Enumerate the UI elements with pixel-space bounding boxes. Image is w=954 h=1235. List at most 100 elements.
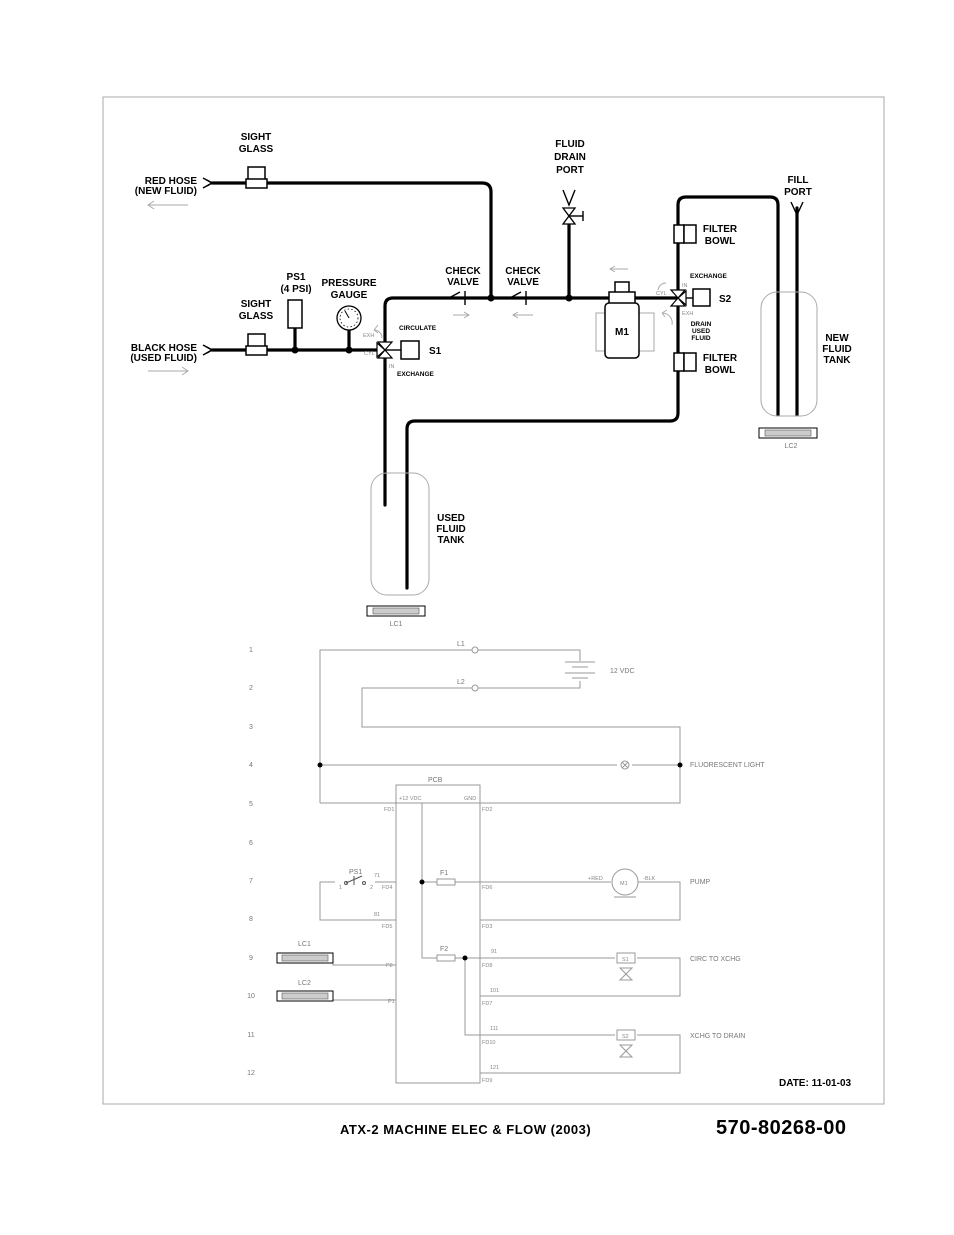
wire-ps1 — [319, 881, 396, 921]
l2-terminal-icon — [471, 684, 479, 692]
row-number: 7 — [249, 878, 253, 885]
pin-fd2-label: FD2 — [482, 807, 492, 813]
pcb-block — [395, 784, 481, 1084]
pin-fd7-label: FD7 — [482, 1001, 492, 1007]
date-label: DATE: 11-01-03 — [779, 1078, 852, 1089]
lc2-symbol-icon — [276, 990, 334, 1002]
l1-label: L1 — [457, 641, 465, 648]
row-number: 4 — [249, 762, 253, 769]
pin-fd5-label: FD5 — [382, 924, 392, 930]
battery-icon — [565, 661, 595, 679]
ps1-sw-2-label: 2 — [370, 885, 373, 891]
junction-dot — [487, 294, 495, 302]
row-number: 8 — [249, 916, 253, 923]
ps1-switch-icon — [287, 299, 303, 329]
s1-port-exh: EXH — [363, 333, 374, 339]
s2-port-exh: EXH — [682, 311, 693, 317]
wire-s2 — [480, 1034, 681, 1074]
s2-label: S2 — [719, 294, 732, 305]
part-number: 570-80268-00 — [716, 1117, 847, 1139]
lc1-sensor-icon — [366, 605, 426, 617]
f1-label: F1 — [440, 870, 448, 877]
wire-l2b — [478, 681, 581, 689]
pcb-gnd-label: GND — [464, 796, 476, 802]
pcb-12v-label: +12 VDC — [399, 796, 421, 802]
pcb-label: PCB — [428, 777, 443, 784]
fluorescent-light-icon — [620, 760, 630, 770]
wire-f1 — [422, 881, 681, 921]
lc2-tag-label: LC2 — [785, 443, 798, 450]
filter-bowl-1-icon — [673, 224, 697, 244]
wire-101-label: 101 — [490, 988, 499, 994]
s1-label: S1 — [429, 346, 442, 357]
circ-to-xchg-label: CIRC TO XCHG — [690, 956, 741, 963]
filter-bowl-2-icon — [673, 352, 697, 372]
lc1-elec-label: LC1 — [298, 941, 311, 948]
row-number: 10 — [247, 993, 255, 1000]
drain-port-fitting-icon — [562, 189, 576, 207]
check-valve-2-icon — [509, 291, 527, 305]
pin-fd10-label: FD10 — [482, 1040, 495, 1046]
pin-fd4-label: FD4 — [382, 885, 392, 891]
sight-glass-1-icon — [245, 166, 268, 189]
pipe-main-line — [383, 296, 613, 350]
wire-f2 — [455, 957, 480, 1036]
s1-valve-icon — [376, 340, 420, 360]
s2-elec-label: S2 — [622, 1034, 629, 1040]
circulate-label: CIRCULATE — [399, 325, 437, 332]
row-number: 6 — [249, 840, 253, 847]
row-number: 5 — [249, 801, 253, 808]
drawing-title: ATX-2 MACHINE ELEC & FLOW (2003) — [340, 1122, 592, 1137]
pump-motor-icon — [611, 868, 639, 898]
wire-s1 — [480, 957, 681, 997]
drawing-border — [102, 96, 885, 1105]
f2-label: F2 — [440, 946, 448, 953]
pump-label: PUMP — [690, 879, 711, 886]
ps1-elec-label: PS1 — [349, 869, 362, 876]
wire-121-label: 121 — [490, 1065, 499, 1071]
row-number: 9 — [249, 955, 253, 962]
pipe-red-hose-line — [210, 181, 493, 300]
wire-91-label: 91 — [491, 949, 497, 955]
black-hose-fitting-icon — [202, 344, 214, 356]
ps1-switch-symbol-icon — [344, 875, 366, 885]
pump-blk-label: -BLK — [643, 876, 656, 882]
black-hose-label: BLACK HOSE(USED FLUID) — [130, 343, 197, 364]
lc2-sensor-icon — [758, 427, 818, 439]
pin-p2-label: P2 — [386, 963, 393, 969]
pin-fd9-label: FD9 — [482, 1078, 492, 1084]
wire-71-label: 71 — [374, 873, 380, 879]
l1-terminal-icon — [471, 646, 479, 654]
solenoid-s2-icon — [616, 1029, 636, 1058]
wire-l2 — [320, 687, 681, 804]
row-number: 3 — [249, 724, 253, 731]
s2-port-in: IN — [682, 283, 688, 289]
junction-dot — [345, 346, 353, 354]
row-number: 1 — [249, 647, 253, 654]
red-hose-fitting-icon — [202, 177, 214, 189]
wire-12v-bus — [421, 803, 437, 959]
fluorescent-label: FLUORESCENT LIGHT — [690, 762, 765, 769]
m1-label: M1 — [615, 327, 629, 338]
s1-elec-label: S1 — [622, 957, 629, 963]
s1-port-in: IN — [389, 364, 395, 370]
exchange-s2-label: EXCHANGE — [690, 273, 728, 280]
lc1-tag-label: LC1 — [390, 621, 403, 628]
pump-m1-icon — [595, 281, 655, 359]
sight-glass-2-icon — [245, 333, 268, 356]
solenoid-s1-icon — [616, 952, 636, 981]
lc1-symbol-icon — [276, 952, 334, 964]
pin-fd8-label: FD8 — [482, 963, 492, 969]
